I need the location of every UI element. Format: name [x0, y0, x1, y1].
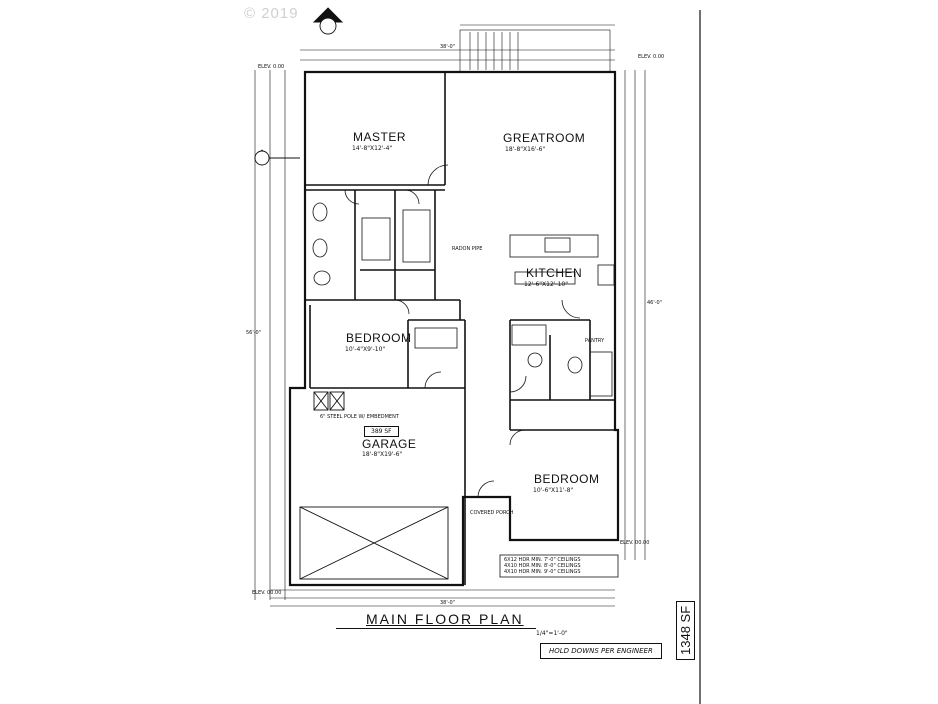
notes-box	[499, 554, 619, 578]
holddowns-box: HOLD DOWNS PER ENGINEER	[540, 643, 662, 659]
stairs	[459, 29, 611, 73]
bedroom-right-size: 10'-6"X11'-8"	[533, 487, 574, 494]
garage-area: 389 SF	[364, 426, 399, 437]
left-total-dim: 56'-0"	[246, 330, 262, 336]
kitchen-label: KITCHEN	[526, 266, 583, 280]
right-total-dim: 46'-0"	[647, 300, 663, 306]
top-total-dim: 38'-0"	[440, 44, 456, 50]
dimension-lines	[254, 24, 646, 607]
bedroom-left-size: 10'-4"X9'-10"	[345, 346, 386, 353]
bedroom-left-label: BEDROOM	[346, 331, 412, 345]
plan-scale: 1/4"=1'-0"	[536, 630, 568, 637]
greatroom-label: GREATROOM	[503, 131, 586, 145]
elev-right-top: ELEV. 0.00	[638, 54, 665, 60]
exterior-walls	[288, 70, 620, 587]
total-sf: 1348 SF	[676, 600, 695, 660]
kitchen-size: 12'-6"X12'-10"	[524, 281, 568, 288]
copyright: © 2019	[244, 5, 299, 22]
note-1: 6X12 HDR MIN. 7'-0" CEILINGS	[504, 557, 581, 563]
pantry-label: PANTRY	[585, 338, 605, 344]
kitchen-fixtures	[414, 234, 615, 349]
title-underline	[336, 628, 536, 629]
master-size: 14'-8"X12'-4"	[352, 145, 393, 152]
bedroom-right-label: BEDROOM	[534, 472, 600, 486]
greatroom-size: 18'-8"X16'-6"	[505, 146, 546, 153]
radon-label: RADON PIPE	[452, 246, 483, 252]
bottom-total-dim: 38'-0"	[440, 600, 456, 606]
plan-title: MAIN FLOOR PLAN	[366, 611, 524, 627]
bath-fixtures	[312, 202, 613, 397]
covered-porch-label: COVERED PORCH	[470, 510, 514, 516]
elev-left: ELEV. 0.00	[258, 64, 285, 70]
door-swings	[344, 164, 581, 498]
garage-label: GARAGE	[362, 437, 417, 451]
elev-right-bottom: ELEV. 00.00	[620, 540, 650, 546]
elev-bottom-left: ELEV. 00.00	[252, 590, 282, 596]
garage-size: 18'-8"X19'-6"	[362, 451, 403, 458]
section-markers	[254, 7, 344, 166]
master-label: MASTER	[353, 130, 407, 144]
garage-door	[299, 391, 449, 580]
note-2: 4X10 HDR MIN. 8'-0" CEILINGS	[504, 563, 581, 569]
steel-pole-label: 6" STEEL POLE W/ EMBEDMENT	[320, 414, 399, 420]
note-3: 4X10 HDR MIN. 9'-0" CEILINGS	[504, 569, 581, 575]
